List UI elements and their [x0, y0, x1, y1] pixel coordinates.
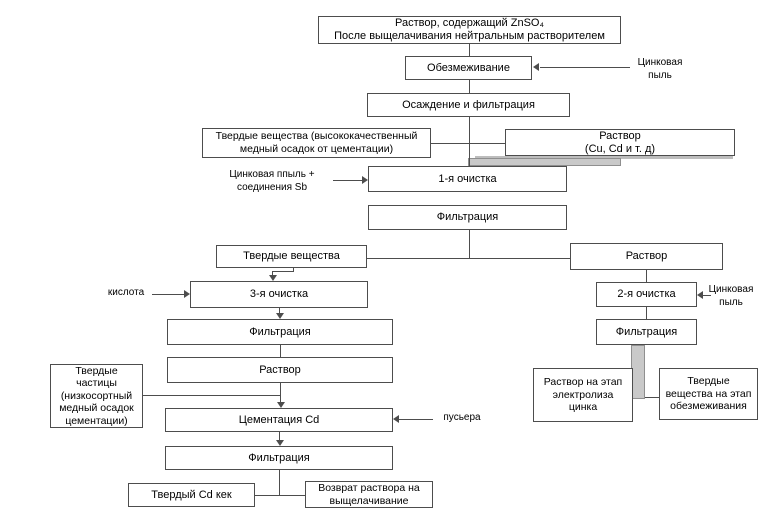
connector-solids-elbow-down [272, 271, 273, 276]
connector-zinc-dust-sb [333, 180, 363, 181]
connector-cementation-down [279, 432, 280, 441]
connector-third-purification-down [279, 308, 280, 314]
connector-acid [152, 294, 185, 295]
node-solids: Твердые вещества [216, 245, 367, 268]
node-solids-to-decopperization: Твердые вещества на этап обезмеживания [659, 368, 758, 420]
connector-filtration-main-down [469, 230, 470, 258]
connector-electrolysis-to-solids [633, 397, 659, 398]
connector-precipitation-down [469, 117, 470, 166]
connector-low-grade-solids-branch [143, 395, 280, 396]
arrowhead-into-third-purification [269, 275, 277, 281]
connector-split-solids-solution [431, 143, 506, 144]
node-third-purification: 3-я очистка [190, 281, 368, 308]
connector-gray-filtration-right-down [631, 345, 645, 399]
arrowhead-zinc-dust-into-decopperization [533, 63, 539, 71]
node-solution-right: Раствор [570, 243, 723, 270]
connector-pusiera [399, 419, 433, 420]
connector-gray-shadow-solution-cucd [475, 156, 733, 159]
connector-solids-elbow-h [272, 271, 294, 272]
connector-filtration-left-to-solution [280, 345, 281, 357]
connector-top-to-decopperization [469, 44, 470, 56]
label-zinc-dust-right: Цинковая пыль [708, 284, 754, 308]
node-filtration-left: Фильтрация [167, 319, 393, 345]
node-precipitation-filtration: Осаждение и фильтрация [367, 93, 570, 117]
label-acid: кислота [107, 287, 145, 298]
connector-second-purification-to-filtration [646, 307, 647, 319]
node-solids-high-grade-copper: Твердые вещества (высококачественный мед… [202, 128, 431, 158]
node-solution-left: Раствор [167, 357, 393, 383]
arrowhead-into-filtration-left [276, 313, 284, 319]
connector-solution-to-second-purification [646, 270, 647, 282]
connector-split-left-right [367, 258, 570, 259]
node-decopperization: Обезмеживание [405, 56, 532, 80]
node-filtration-main: Фильтрация [368, 205, 567, 230]
node-first-purification: 1-я очистка [368, 166, 567, 192]
node-solution-to-zinc-electrolysis: Раствор на этап электролиза цинка [533, 368, 633, 422]
node-solution-return-leaching: Возврат раствора на выщелачивание [305, 481, 433, 508]
node-filtration-right: Фильтрация [596, 319, 697, 345]
connector-solution-to-cementation [280, 383, 281, 403]
connector-zinc-dust-top [540, 67, 630, 68]
arrowhead-pusiera-into-cementation [393, 415, 399, 423]
node-second-purification: 2-я очистка [596, 282, 697, 307]
arrowhead-zinc-dust-into-second-purification [697, 291, 703, 299]
connector-solids-elbow-v [293, 268, 294, 272]
node-solids-low-grade-copper: Твердые частицы (низкосортный медный оса… [50, 364, 143, 428]
arrowhead-into-first-purification [362, 176, 368, 184]
label-zinc-dust-sb: Цинковая ппыль + соединения Sb [229, 169, 315, 193]
connector-decopperization-to-precipitation [469, 80, 470, 93]
node-solid-cd-cake: Твердый Cd кек [128, 483, 255, 507]
connector-split-cake-return [255, 495, 305, 496]
arrowhead-into-cementation [277, 402, 285, 408]
connector-zinc-dust-right [703, 295, 711, 296]
node-solution-znso4: Раствор, содержащий ZnSO₄ После выщелачи… [318, 16, 621, 44]
arrowhead-acid-into-third-purification [184, 290, 190, 298]
node-filtration-bottom: Фильтрация [165, 446, 393, 470]
arrowhead-into-filtration-bottom [276, 440, 284, 446]
connector-filtration-bottom-down [279, 470, 280, 496]
label-pusiera: пусьера [443, 412, 481, 423]
node-solution-cu-cd: Раствор (Cu, Cd и т. д) [505, 129, 735, 156]
node-cementation-cd: Цементация Cd [165, 408, 393, 432]
label-zinc-dust-top: Цинковая пыль [637, 57, 683, 81]
connector-gray-solution-to-first-purification [468, 158, 621, 166]
